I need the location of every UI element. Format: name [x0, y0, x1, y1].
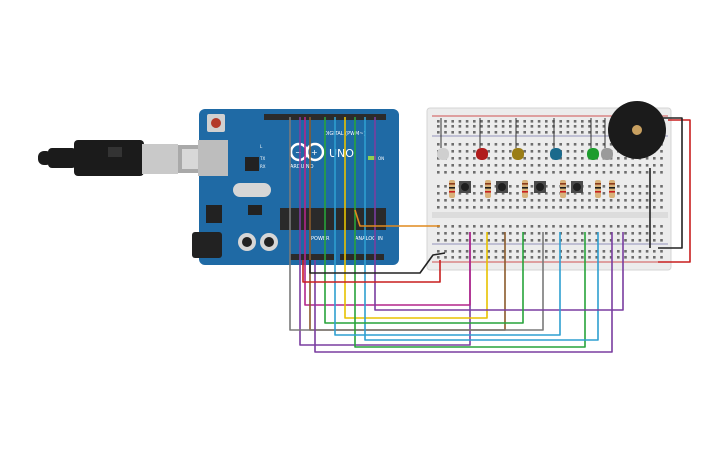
gray-led	[601, 118, 613, 160]
push-button[interactable]	[459, 181, 471, 193]
white-led	[437, 118, 449, 160]
on-label: ON	[378, 156, 384, 161]
tx-label: TX	[259, 156, 265, 161]
resistor	[449, 180, 455, 198]
board-brand: ARDUINO	[290, 164, 314, 170]
wire	[354, 209, 440, 227]
resistor	[522, 180, 528, 198]
svg-text:+: +	[311, 148, 318, 157]
wire	[344, 117, 488, 319]
wire	[309, 252, 446, 274]
usb-cable	[38, 140, 210, 176]
wire	[658, 119, 691, 263]
piezo-buzzer	[608, 101, 666, 159]
arduino-board: − + UNO ARDUINO DIGITAL (PWM~) POWER ANA…	[192, 109, 399, 265]
wire	[334, 117, 561, 336]
wire	[304, 117, 471, 306]
yellow-led	[512, 118, 524, 160]
rx-label: RX	[260, 164, 266, 169]
analog-header-label: ANALOG IN	[355, 236, 383, 242]
resistor	[609, 180, 615, 198]
blue-led	[550, 118, 562, 160]
resistor	[560, 180, 566, 198]
wire	[364, 117, 599, 341]
l-label: L	[260, 144, 263, 149]
wire	[314, 232, 613, 353]
arduino-logo: − +	[289, 142, 325, 162]
resistor	[595, 180, 601, 198]
wire	[658, 117, 683, 249]
wire	[354, 117, 586, 348]
svg-text:−: −	[295, 148, 302, 157]
reset-button[interactable]	[211, 118, 221, 128]
power-header-label: POWER	[311, 236, 330, 242]
wire	[374, 117, 624, 311]
push-button[interactable]	[534, 181, 546, 193]
wire	[324, 117, 524, 324]
wire	[302, 260, 441, 283]
board-model: UNO	[329, 147, 354, 160]
push-button[interactable]	[496, 181, 508, 193]
red-led	[476, 118, 488, 160]
resistor	[485, 180, 491, 198]
green-led	[587, 118, 599, 160]
push-button[interactable]	[571, 181, 583, 193]
wire	[289, 117, 544, 331]
